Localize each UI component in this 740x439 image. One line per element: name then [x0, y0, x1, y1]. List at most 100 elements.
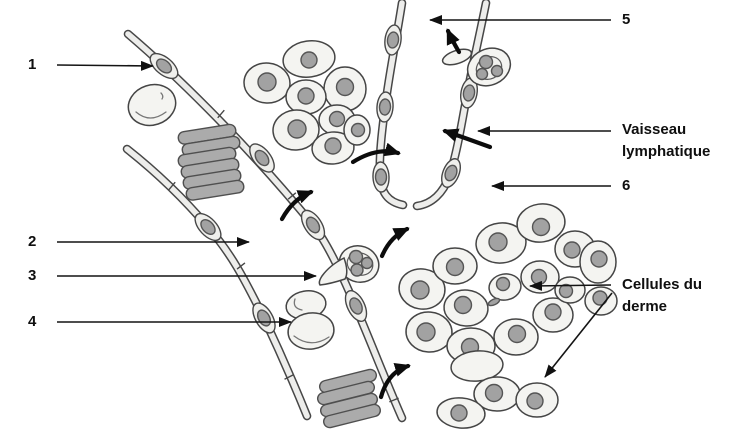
- label-1: 1: [28, 56, 37, 73]
- cell-nucleus: [544, 303, 562, 321]
- dermal-cell: [405, 311, 453, 353]
- dermal-cell: [272, 109, 320, 151]
- endothelial-junction: [287, 192, 297, 200]
- endothelial-junction: [284, 374, 294, 380]
- cell-nucleus: [254, 149, 270, 167]
- cell-nucleus: [495, 276, 511, 292]
- cell-nucleus: [416, 322, 436, 342]
- cell-nucleus: [386, 31, 400, 49]
- cell-nucleus: [450, 404, 468, 422]
- red-blood-cell: [185, 179, 245, 201]
- cell-nucleus: [453, 295, 473, 315]
- dermal-cell-cluster-bottom: [436, 350, 559, 429]
- cell-nucleus: [297, 87, 315, 105]
- dermal-cell: [475, 222, 527, 264]
- dermal-cell: [515, 382, 559, 418]
- cell-nucleus: [462, 84, 476, 102]
- cell-nucleus: [530, 268, 548, 286]
- dermal-cell-cluster-top: [243, 40, 371, 165]
- dermal-cell: [282, 40, 336, 78]
- label-6: 6: [622, 177, 631, 194]
- cell-nucleus: [155, 58, 173, 74]
- endothelial-junction: [168, 181, 176, 191]
- cell-nucleus: [374, 168, 388, 186]
- pseudopod: [318, 256, 348, 286]
- pointer-line-dermal-1: [529, 280, 612, 291]
- label-lymphatic-vessel: Vaisseau lymphatique: [622, 119, 710, 163]
- cell-nucleus: [287, 119, 307, 139]
- red-blood-cell: [322, 403, 382, 429]
- blood-capillary: [122, 29, 407, 423]
- cell-nucleus: [200, 219, 216, 235]
- dermal-cell: [520, 260, 560, 294]
- dermal-cell: [493, 318, 539, 356]
- pointer-lines: [56, 15, 613, 378]
- cell-nucleus: [563, 241, 581, 259]
- cell-nucleus: [410, 280, 430, 300]
- cell-nucleus: [378, 98, 392, 116]
- cell-nucleus: [324, 137, 342, 155]
- cell-nucleus: [507, 324, 527, 344]
- cell-nucleus: [531, 217, 551, 237]
- label-5: 5: [622, 11, 631, 28]
- migrating-cell: [318, 245, 380, 286]
- cell-nucleus: [335, 77, 355, 97]
- cell-nucleus: [350, 122, 366, 138]
- flow-arrow-toward-lymphatic: [379, 226, 410, 259]
- label-3: 3: [28, 267, 37, 284]
- label-dermal-line1: Cellules du: [622, 276, 703, 293]
- cell-nucleus: [257, 72, 277, 92]
- dermal-cell: [473, 376, 521, 412]
- dermal-cell: [443, 289, 489, 327]
- dermal-cell: [436, 397, 486, 429]
- cell-nucleus: [350, 263, 364, 277]
- red-blood-cell-rouleau-top: [177, 123, 245, 201]
- cell-nucleus: [305, 216, 321, 234]
- endothelial-junction: [236, 262, 246, 270]
- cell-nucleus: [300, 51, 318, 69]
- cell-nucleus: [349, 297, 363, 315]
- flow-arrow-out-of-capillary: [378, 363, 411, 400]
- endothelial-junction: [217, 109, 225, 119]
- intercellular-sliver: [487, 297, 501, 307]
- cell-nucleus: [558, 283, 574, 299]
- dermal-cell: [584, 286, 618, 316]
- lymphatic-vessel: [372, 0, 491, 211]
- cell-entering-lymphatic: [441, 47, 512, 87]
- lymphatic-endothelial-nuclei: [372, 24, 478, 193]
- dermal-cell: [516, 203, 566, 243]
- cell-nucleus: [488, 232, 508, 252]
- cell-nucleus: [490, 64, 504, 78]
- label-2: 2: [28, 233, 37, 250]
- label-4: 4: [28, 313, 37, 330]
- cell-nucleus: [444, 164, 458, 182]
- dermal-cell: [450, 350, 504, 382]
- dermal-cell: [532, 297, 574, 333]
- cell-nucleus: [475, 67, 489, 81]
- cell-nucleus: [526, 392, 544, 410]
- cell-nucleus: [484, 383, 504, 403]
- dermal-cell: [311, 131, 355, 165]
- dermal-cell: [323, 66, 367, 112]
- dermal-cell: [432, 247, 478, 285]
- dermal-cell: [398, 268, 446, 310]
- red-blood-cell-rouleau-bottom: [316, 368, 382, 429]
- endothelial-cell-nuclei: [149, 52, 368, 334]
- cell-nucleus: [445, 257, 465, 277]
- pointer-line-dermal-2: [544, 292, 613, 378]
- dermal-cell: [488, 273, 522, 301]
- dermal-cell: [285, 79, 327, 115]
- flow-arrow-out-of-capillary: [279, 189, 314, 222]
- dermal-cell: [343, 114, 371, 146]
- dermal-cell: [554, 276, 586, 304]
- cell-nucleus: [328, 110, 346, 128]
- label-lymphatic-line2: lymphatique: [622, 143, 711, 160]
- dermal-cell: [243, 62, 291, 104]
- cell-nucleus: [478, 54, 494, 70]
- leukocyte: [127, 83, 177, 127]
- flow-arrow-into-lymphatic: [442, 128, 493, 150]
- label-lymphatic-line1: Vaisseau: [622, 121, 687, 138]
- pseudopod: [441, 48, 473, 66]
